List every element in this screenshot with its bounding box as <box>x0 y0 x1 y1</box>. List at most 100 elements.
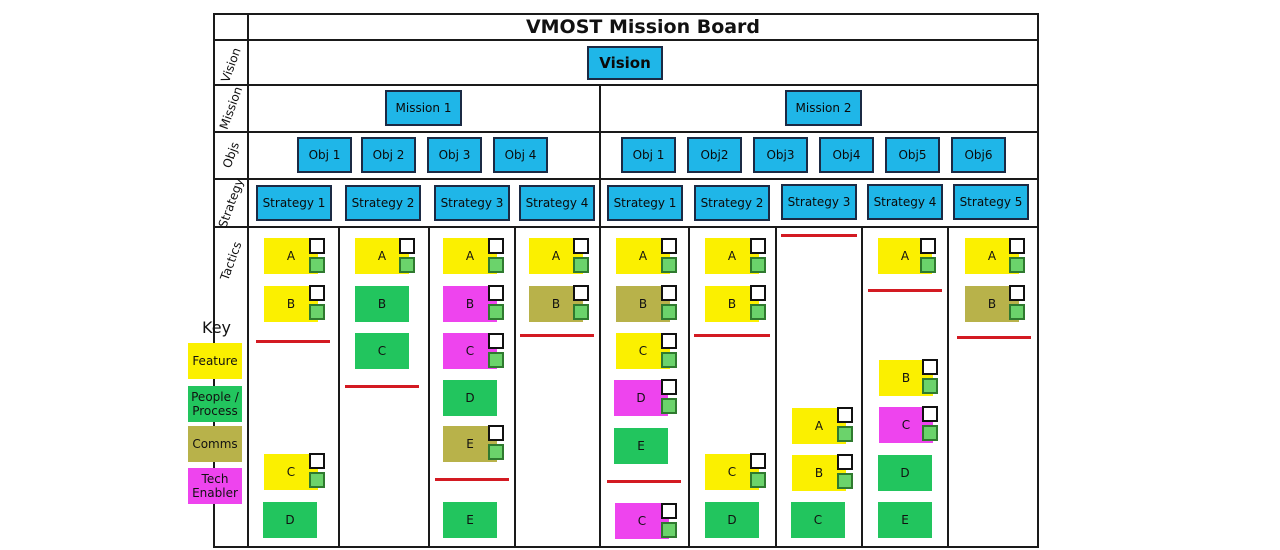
strategy-box[interactable]: Strategy 4 <box>867 184 943 220</box>
tactic-card[interactable]: C <box>355 333 409 369</box>
progress-checkbox[interactable] <box>573 304 589 320</box>
done-checkbox[interactable] <box>661 503 677 519</box>
tactic-card[interactable]: D <box>878 455 932 491</box>
vision-box[interactable]: Vision <box>587 46 663 80</box>
progress-checkbox[interactable] <box>750 304 766 320</box>
progress-checkbox[interactable] <box>661 398 677 414</box>
progress-checkbox[interactable] <box>488 444 504 460</box>
wip-limit-line <box>868 289 942 292</box>
progress-checkbox[interactable] <box>573 257 589 273</box>
progress-checkbox[interactable] <box>488 352 504 368</box>
objective-box[interactable]: Obj 2 <box>361 137 416 173</box>
done-checkbox[interactable] <box>920 238 936 254</box>
done-checkbox[interactable] <box>573 238 589 254</box>
strategy-box[interactable]: Strategy 1 <box>607 185 683 221</box>
mission-1-box[interactable]: Mission 1 <box>385 90 462 126</box>
wip-limit-line <box>256 340 330 343</box>
progress-checkbox[interactable] <box>488 257 504 273</box>
done-checkbox[interactable] <box>309 453 325 469</box>
progress-checkbox[interactable] <box>309 472 325 488</box>
wip-limit-line <box>520 334 594 337</box>
objective-box[interactable]: Obj2 <box>687 137 742 173</box>
wip-limit-line <box>345 385 419 388</box>
progress-checkbox[interactable] <box>661 352 677 368</box>
tactic-card[interactable]: B <box>355 286 409 322</box>
progress-checkbox[interactable] <box>661 522 677 538</box>
strategy-box[interactable]: Strategy 2 <box>345 185 421 221</box>
tactic-card[interactable]: E <box>878 502 932 538</box>
tactic-card[interactable]: E <box>443 502 497 538</box>
progress-checkbox[interactable] <box>922 425 938 441</box>
progress-checkbox[interactable] <box>837 473 853 489</box>
tactic-card[interactable]: C <box>615 503 669 539</box>
tactic-card[interactable]: D <box>443 380 497 416</box>
done-checkbox[interactable] <box>488 333 504 349</box>
objective-box[interactable]: Obj 4 <box>493 137 548 173</box>
done-checkbox[interactable] <box>488 285 504 301</box>
board-title: VMOST Mission Board <box>525 16 761 38</box>
progress-checkbox[interactable] <box>837 426 853 442</box>
done-checkbox[interactable] <box>922 406 938 422</box>
objective-box[interactable]: Obj3 <box>753 137 808 173</box>
done-checkbox[interactable] <box>573 285 589 301</box>
progress-checkbox[interactable] <box>1009 257 1025 273</box>
done-checkbox[interactable] <box>837 407 853 423</box>
tactic-card[interactable]: D <box>614 380 668 416</box>
progress-checkbox[interactable] <box>488 304 504 320</box>
tactic-card[interactable]: D <box>263 502 317 538</box>
progress-checkbox[interactable] <box>399 257 415 273</box>
row-label-tactics: Tactics <box>217 239 245 283</box>
strategy-box[interactable]: Strategy 4 <box>519 185 595 221</box>
key-item-comms: Comms <box>188 426 242 462</box>
progress-checkbox[interactable] <box>309 304 325 320</box>
done-checkbox[interactable] <box>309 285 325 301</box>
mission-2-box[interactable]: Mission 2 <box>785 90 862 126</box>
progress-checkbox[interactable] <box>750 257 766 273</box>
strategy-box[interactable]: Strategy 5 <box>953 184 1029 220</box>
done-checkbox[interactable] <box>488 238 504 254</box>
strategy-box[interactable]: Strategy 3 <box>781 184 857 220</box>
objective-box[interactable]: Obj4 <box>819 137 874 173</box>
strategy-box[interactable]: Strategy 3 <box>434 185 510 221</box>
objective-box[interactable]: Obj 1 <box>621 137 676 173</box>
done-checkbox[interactable] <box>399 238 415 254</box>
progress-checkbox[interactable] <box>661 257 677 273</box>
done-checkbox[interactable] <box>1009 285 1025 301</box>
done-checkbox[interactable] <box>1009 238 1025 254</box>
strategy-box[interactable]: Strategy 1 <box>256 185 332 221</box>
done-checkbox[interactable] <box>661 379 677 395</box>
progress-checkbox[interactable] <box>309 257 325 273</box>
tactic-card[interactable]: D <box>705 502 759 538</box>
key-item-feature: Feature <box>188 343 242 379</box>
key-title: Key <box>202 318 232 337</box>
done-checkbox[interactable] <box>661 238 677 254</box>
progress-checkbox[interactable] <box>920 257 936 273</box>
strategy-box[interactable]: Strategy 2 <box>694 185 770 221</box>
wip-limit-line <box>607 480 681 483</box>
wip-limit-line <box>781 234 857 237</box>
tactic-card[interactable]: C <box>791 502 845 538</box>
done-checkbox[interactable] <box>661 285 677 301</box>
objective-box[interactable]: Obj 3 <box>427 137 482 173</box>
done-checkbox[interactable] <box>922 359 938 375</box>
done-checkbox[interactable] <box>750 453 766 469</box>
done-checkbox[interactable] <box>309 238 325 254</box>
objective-box[interactable]: Obj6 <box>951 137 1006 173</box>
done-checkbox[interactable] <box>750 238 766 254</box>
wip-limit-line <box>435 478 509 481</box>
wip-limit-line <box>957 336 1031 339</box>
objective-box[interactable]: Obj5 <box>885 137 940 173</box>
progress-checkbox[interactable] <box>1009 304 1025 320</box>
done-checkbox[interactable] <box>750 285 766 301</box>
key-item-tech-enabler: Tech Enabler <box>188 468 242 504</box>
done-checkbox[interactable] <box>837 454 853 470</box>
progress-checkbox[interactable] <box>661 304 677 320</box>
progress-checkbox[interactable] <box>922 378 938 394</box>
key-item-people-process: People / Process <box>188 386 242 422</box>
objective-box[interactable]: Obj 1 <box>297 137 352 173</box>
tactic-card[interactable]: E <box>614 428 668 464</box>
progress-checkbox[interactable] <box>750 472 766 488</box>
done-checkbox[interactable] <box>488 425 504 441</box>
done-checkbox[interactable] <box>661 333 677 349</box>
wip-limit-line <box>694 334 770 337</box>
